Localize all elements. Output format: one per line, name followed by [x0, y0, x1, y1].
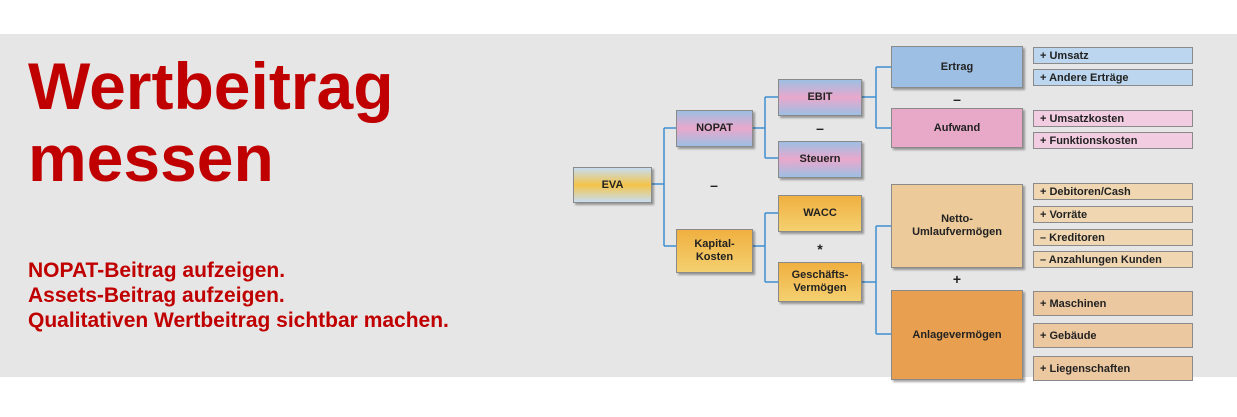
page-title: Wertbeitrag messen	[28, 50, 394, 194]
operator-minus: –	[710, 177, 718, 193]
bullet-list: NOPAT-Beitrag aufzeigen. Assets-Beitrag …	[28, 258, 449, 333]
wacc-box: WACC	[778, 195, 862, 232]
geschaeftsvermoegen-box: Geschäfts- Vermögen	[778, 262, 862, 302]
kapitalkosten-label: Kapital- Kosten	[694, 238, 735, 263]
aufwand-box: Aufwand	[891, 108, 1023, 148]
list-item: Assets-Beitrag aufzeigen.	[28, 284, 285, 307]
item-maschinen: + Maschinen	[1033, 291, 1193, 316]
ebit-box: EBIT	[778, 79, 862, 116]
nopat-box: NOPAT	[676, 110, 753, 147]
banner-background	[0, 34, 1237, 377]
list-item: NOPAT-Beitrag aufzeigen.	[28, 259, 286, 282]
eva-box: EVA	[573, 167, 652, 203]
kapitalkosten-box: Kapital- Kosten	[676, 229, 753, 273]
operator-plus: +	[952, 271, 962, 287]
ertrag-box: Ertrag	[891, 46, 1023, 88]
item-anzahlungen-kunden: – Anzahlungen Kunden	[1033, 251, 1193, 268]
list-item: Qualitativen Wertbeitrag sichtbar machen…	[28, 309, 449, 332]
item-andere-ertraege: + Andere Erträge	[1033, 69, 1193, 86]
netto-umlaufvermoegen-box: Netto- Umlaufvermögen	[891, 184, 1023, 268]
title-line-1: Wertbeitrag	[28, 49, 394, 123]
netto-umlaufvermoegen-label: Netto- Umlaufvermögen	[912, 213, 1002, 238]
operator-minus: –	[816, 120, 824, 136]
item-liegenschaften: + Liegenschaften	[1033, 356, 1193, 381]
anlagevermoegen-box: Anlagevermögen	[891, 290, 1023, 380]
item-kreditoren: – Kreditoren	[1033, 229, 1193, 246]
operator-times: *	[817, 241, 823, 257]
item-debitoren-cash: + Debitoren/Cash	[1033, 183, 1193, 200]
item-gebaeude: + Gebäude	[1033, 323, 1193, 348]
operator-minus: –	[953, 91, 961, 107]
item-vorraete: + Vorräte	[1033, 206, 1193, 223]
steuern-box: Steuern	[778, 141, 862, 178]
item-umsatz: + Umsatz	[1033, 47, 1193, 64]
geschaeftsvermoegen-label: Geschäfts- Vermögen	[791, 269, 849, 294]
item-funktionskosten: + Funktionskosten	[1033, 132, 1193, 149]
item-umsatzkosten: + Umsatzkosten	[1033, 110, 1193, 127]
title-line-2: messen	[28, 121, 274, 195]
